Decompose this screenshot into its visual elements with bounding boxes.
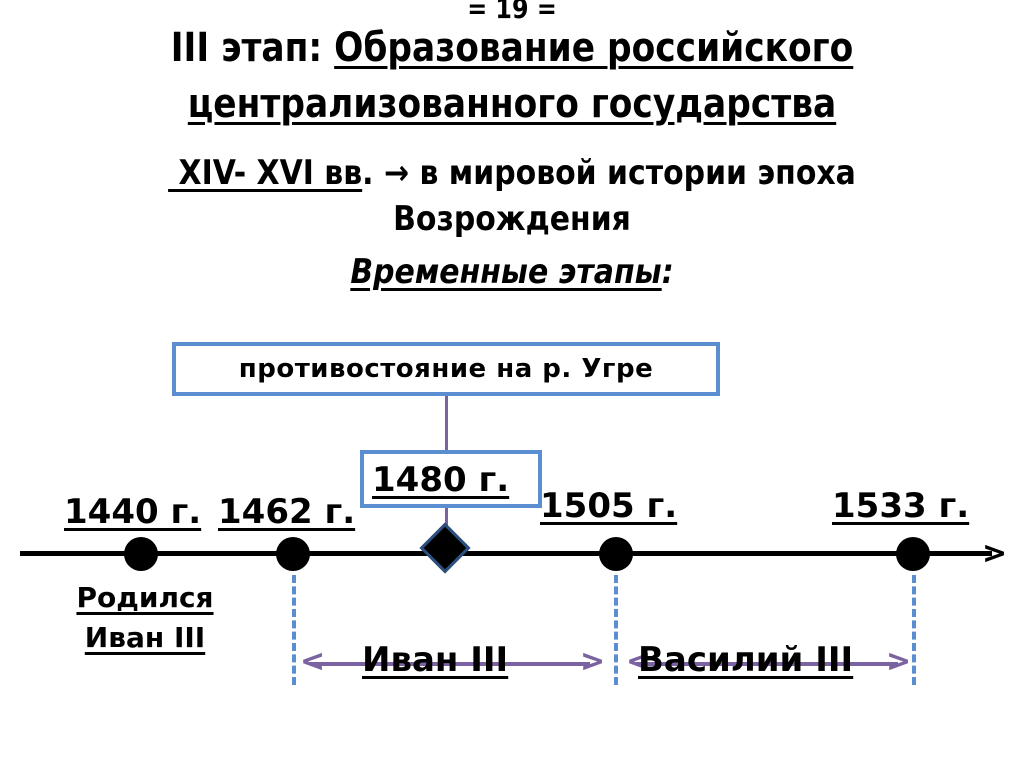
year-label-1505: 1505 г. bbox=[540, 486, 678, 526]
point-1440 bbox=[124, 537, 158, 571]
dashed-guide-1533 bbox=[912, 575, 916, 685]
stages-heading: Временные этапы: bbox=[61, 252, 962, 292]
point-1533 bbox=[896, 537, 930, 571]
title-line2: централизованного государства bbox=[187, 81, 837, 127]
title-line1: Образование российского bbox=[334, 25, 854, 71]
event-diamond-icon bbox=[419, 522, 471, 574]
range-arrow-right-icon: > bbox=[886, 644, 912, 679]
born-line1: Родился bbox=[76, 581, 214, 614]
slide-title: III этап: Образование российского центра… bbox=[72, 20, 953, 132]
slide-number: = 19 = bbox=[467, 0, 557, 25]
subtitle-rest: . → в мировой истории эпоха bbox=[362, 153, 856, 193]
subtitle: XIV- XVI вв. → в мировой истории эпоха В… bbox=[61, 150, 962, 242]
event-year: 1480 г. bbox=[372, 460, 510, 500]
point-1505 bbox=[599, 537, 633, 571]
dashed-guide-1505 bbox=[614, 575, 618, 685]
dashed-guide-1462 bbox=[292, 575, 296, 685]
reign-vasily-iii: Василий III bbox=[638, 640, 854, 680]
axis-arrow-icon: > bbox=[982, 536, 1008, 571]
born-label: Родился Иван III bbox=[40, 578, 250, 658]
point-1462 bbox=[276, 537, 310, 571]
year-label-1533: 1533 г. bbox=[832, 486, 970, 526]
subtitle-line2: Возрождения bbox=[393, 199, 631, 239]
range-arrow-left-icon: < bbox=[300, 647, 325, 677]
year-label-1462: 1462 г. bbox=[218, 492, 356, 532]
range-arrow-line bbox=[636, 662, 898, 666]
year-label-1440: 1440 г. bbox=[64, 492, 202, 532]
range-arrow-line bbox=[310, 662, 590, 666]
event-connector bbox=[445, 396, 448, 450]
event-box: противостояние на р. Угре bbox=[172, 342, 720, 396]
range-arrow-right-icon: > bbox=[580, 644, 606, 679]
stages-colon: : bbox=[661, 252, 674, 292]
stages-label: Временные этапы bbox=[350, 252, 662, 292]
event-year-box: 1480 г. bbox=[360, 450, 542, 508]
timeline-axis bbox=[20, 551, 992, 556]
range-arrow-left-icon: < bbox=[626, 647, 651, 677]
subtitle-period: XIV- XVI вв bbox=[168, 153, 363, 193]
born-line2: Иван III bbox=[84, 621, 206, 654]
year-connector bbox=[445, 508, 448, 532]
title-prefix: III этап: bbox=[170, 25, 335, 71]
reign-ivan-iii: Иван III bbox=[362, 640, 509, 680]
